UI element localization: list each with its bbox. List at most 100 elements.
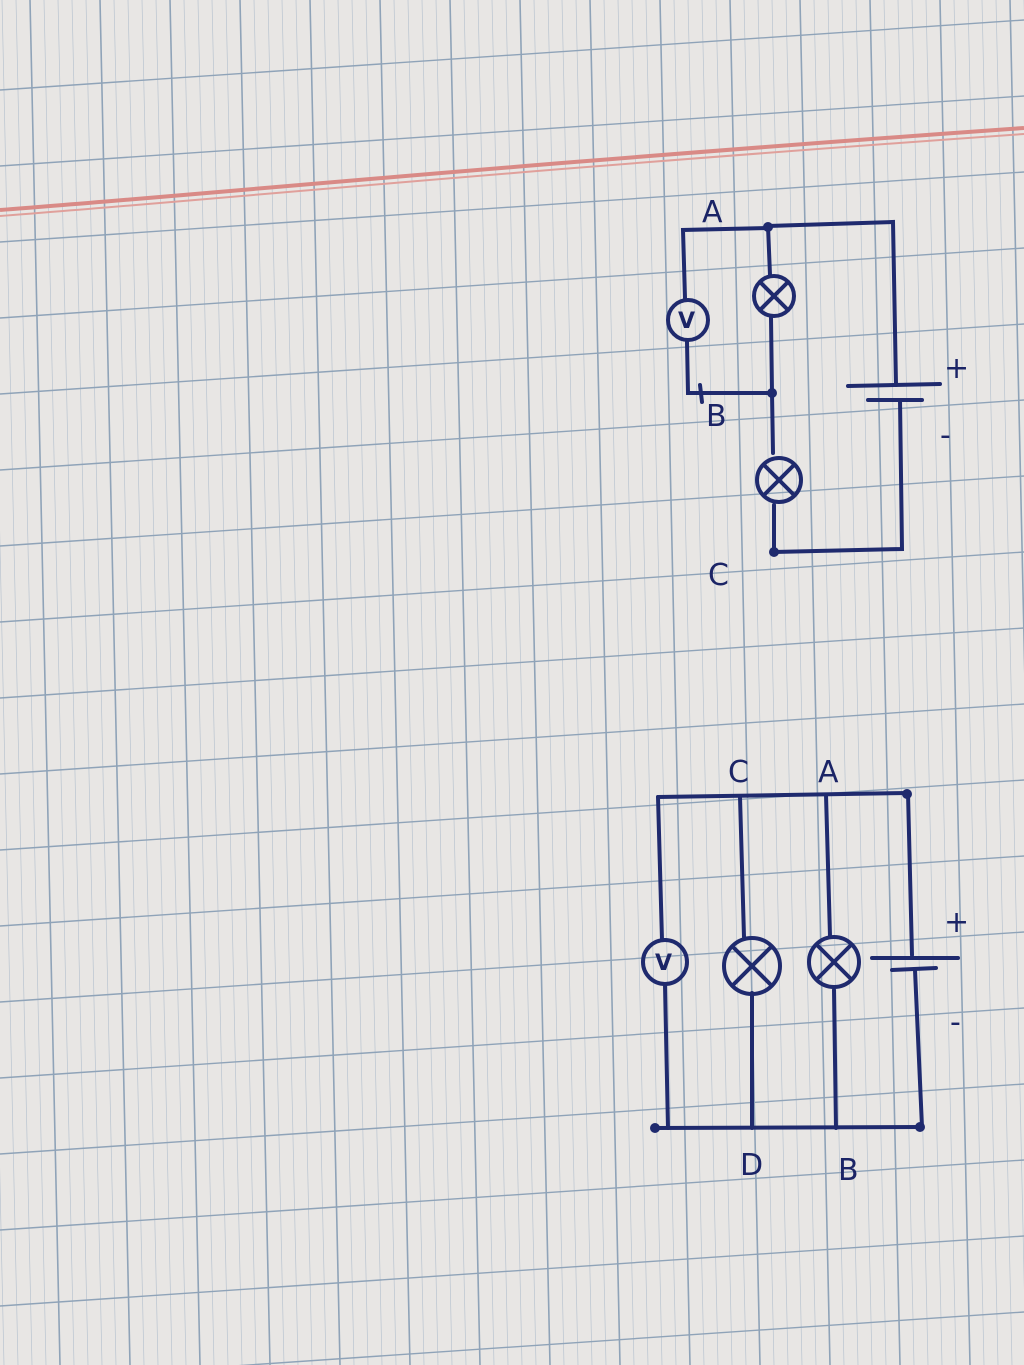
fine-grid-line — [351, 0, 383, 1365]
fine-grid-line — [841, 0, 873, 1365]
voltmeter-icon: V — [641, 938, 689, 986]
grid-line — [0, 19, 1024, 91]
fine-grid-line — [1, 0, 33, 1365]
voltmeter-symbol: V — [655, 951, 672, 976]
grid-line — [0, 1007, 1024, 1079]
grid-line — [0, 475, 1024, 547]
grid-line — [939, 0, 971, 1365]
fine-grid-line — [995, 0, 1024, 1290]
grid-line — [589, 0, 621, 1365]
grid-line — [169, 0, 201, 1365]
fine-grid-line — [827, 0, 859, 1365]
fine-grid-line — [323, 0, 355, 1365]
fine-grid-line — [855, 0, 887, 1365]
grid-line — [519, 0, 551, 1365]
fine-grid-line — [43, 0, 75, 1365]
grid-line — [0, 855, 1024, 927]
fine-grid-line — [911, 0, 943, 1365]
fine-grid-line — [281, 0, 313, 1365]
node-a — [763, 222, 773, 232]
fine-grid-line — [883, 0, 915, 1365]
wire-bottom-bottom — [653, 1125, 924, 1130]
grid-line — [379, 0, 411, 1365]
battery-plus-label: + — [944, 905, 969, 940]
grid-line — [29, 0, 61, 1365]
circuit-top: + - V A B C — [666, 195, 969, 593]
wire-bottom-right-upper — [906, 791, 914, 957]
fine-grid-line — [617, 0, 649, 1365]
fine-grid-line — [407, 0, 439, 1365]
battery-minus-label: - — [940, 418, 951, 453]
grid-line — [0, 247, 1024, 319]
fine-grid-line — [631, 0, 663, 1365]
grid-line — [0, 1083, 1024, 1155]
fine-grid-line — [267, 0, 299, 1365]
label-c: C — [708, 558, 729, 593]
battery-icon — [846, 382, 942, 402]
fine-grid-line — [141, 0, 173, 1365]
fine-grid-line — [435, 0, 467, 1365]
fine-grid-line — [785, 0, 817, 1365]
node-top-right — [902, 789, 912, 799]
fine-grid-line — [337, 0, 369, 1365]
fine-grid-line — [505, 0, 537, 1365]
fine-grid-line — [687, 0, 719, 1365]
fine-grid-line — [57, 0, 89, 1365]
grid-line — [0, 95, 1024, 167]
grid-line — [0, 627, 1024, 699]
fine-grid-line — [155, 0, 187, 1365]
fine-grid-line — [603, 0, 635, 1365]
fine-grid-line — [561, 0, 593, 1365]
fine-grid-line — [71, 0, 103, 1365]
node-bottom-right — [915, 1122, 925, 1132]
fine-grid-line — [897, 0, 929, 1365]
grid-line — [799, 0, 831, 1365]
fine-grid-line — [813, 0, 845, 1365]
fine-grid-line — [85, 0, 117, 1365]
label-a: A — [702, 195, 723, 230]
battery-icon — [870, 956, 960, 972]
lamp-icon — [752, 274, 796, 318]
grid-line — [0, 323, 1024, 395]
grid-line — [0, 1235, 1024, 1307]
fine-grid-line — [925, 0, 957, 1365]
grid-line — [0, 703, 1024, 775]
wire-bottom-top — [656, 791, 910, 799]
lamp-icon — [722, 936, 782, 996]
fine-grid-line — [673, 0, 705, 1365]
fine-grid-line — [981, 0, 1013, 1365]
fine-grid-line — [547, 0, 579, 1365]
margin-line — [0, 126, 1024, 212]
fine-grid-line — [295, 0, 327, 1365]
fine-grid-line — [127, 0, 159, 1365]
wire-right-lower — [772, 398, 905, 554]
battery-plus-label: + — [944, 351, 969, 386]
fine-grid-line — [421, 0, 453, 1365]
lamp-icon — [755, 456, 803, 504]
grid-line — [239, 0, 271, 1365]
fine-grid-line — [967, 0, 999, 1365]
voltmeter-symbol: V — [678, 309, 695, 334]
fine-grid-line — [253, 0, 285, 1365]
lamp-icon — [807, 935, 861, 989]
fine-grid-line — [575, 0, 607, 1365]
grid-line — [0, 1159, 1024, 1231]
wire-branch-voltmeter — [656, 795, 670, 1130]
node-bottom-left — [650, 1123, 660, 1133]
circuit-bottom: + - V A C D B — [641, 755, 969, 1188]
grid-line — [99, 0, 131, 1365]
node-b — [767, 388, 777, 398]
voltmeter-icon: V — [666, 298, 710, 342]
label-c: C — [728, 755, 749, 790]
grid-line — [869, 0, 901, 1365]
fine-grid-line — [645, 0, 677, 1365]
fine-grid-line — [365, 0, 397, 1365]
fine-grid-line — [113, 0, 145, 1365]
grid-line — [0, 551, 1024, 623]
grid-line — [659, 0, 691, 1365]
grid-line — [238, 1311, 1024, 1365]
wire-voltmeter-branch — [680, 226, 774, 395]
label-b: B — [706, 399, 727, 434]
fine-grid-line — [463, 0, 495, 1365]
